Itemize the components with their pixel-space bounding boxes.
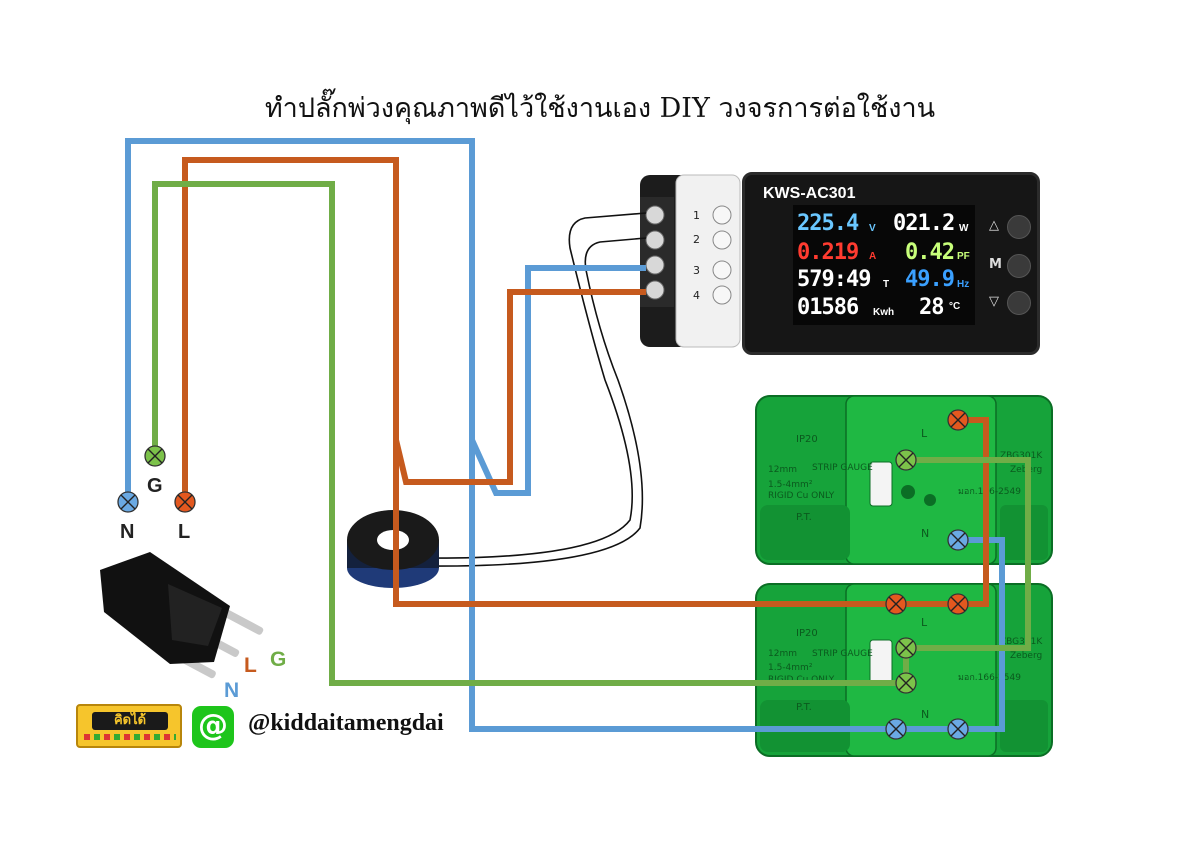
meter-screen: 225.4 V 021.2 W 0.219 A 0.42 PF 579:49 T… <box>793 205 975 325</box>
outlet-bottom-l-mark: L <box>921 616 928 629</box>
meter-freq: 49.9 <box>905 267 955 292</box>
meter-up-label: △ <box>989 218 999 233</box>
outlet-top: L N IP20 STRIP GAUGE 12mm 1.5-4mm² RIGID… <box>755 395 1053 565</box>
wire-label-n: N <box>120 521 134 543</box>
meter-pf-unit: PF <box>957 251 970 262</box>
meter-temp-unit: °C <box>949 301 961 312</box>
line-app-icon[interactable]: @ <box>192 706 234 748</box>
meter-voltage: 225.4 <box>797 211 859 236</box>
outlet-top-mm: 12mm <box>768 465 797 475</box>
meter-power-unit: W <box>959 223 969 234</box>
terminal-number-1: 1 <box>693 209 700 222</box>
meter-model: KWS-AC301 <box>763 185 856 202</box>
outlet-top-pt: P.T. <box>796 512 812 523</box>
outlet-bottom-n-mark: N <box>921 708 929 721</box>
page-title: ทำปลั๊กพ่วงคุณภาพดีไว้ใช้งานเอง DIY วงจร… <box>264 93 936 124</box>
meter-current: 0.219 <box>797 240 859 265</box>
meter-current-unit: A <box>869 251 877 262</box>
outlet-top-l-mark: L <box>921 427 928 440</box>
meter-freq-unit: Hz <box>957 279 970 290</box>
social-handle[interactable]: @kiddaitamengdai <box>248 710 444 736</box>
meter-down-button[interactable] <box>1007 291 1031 315</box>
wire-end-markers <box>117 445 196 513</box>
outlet-top-strip-gauge: STRIP GAUGE <box>812 463 873 473</box>
plug-label-l: L <box>244 654 257 677</box>
outlet-bottom-pt: P.T. <box>796 702 812 713</box>
terminal-screws-right <box>712 205 732 305</box>
logo-decoration <box>84 734 176 740</box>
outlet-bottom-strip-gauge: STRIP GAUGE <box>812 649 873 659</box>
outlet-top-ip: IP20 <box>796 434 818 445</box>
terminal-screws-left <box>645 205 665 300</box>
outlet-top-wire-spec: 1.5-4mm² <box>768 480 813 490</box>
outlet-top-n-mark: N <box>921 527 929 540</box>
outlet-bottom-tis: มอก.166-2549 <box>958 673 1021 683</box>
outlet-bottom-ip: IP20 <box>796 628 818 639</box>
meter-mode-label: M <box>989 257 1002 272</box>
plug-label-n: N <box>224 679 239 702</box>
plug-label-g: G <box>270 648 286 671</box>
meter-mode-button[interactable] <box>1007 254 1031 278</box>
meter-temp: 28 <box>919 295 944 320</box>
wire-label-l: L <box>178 521 190 543</box>
outlet-bottom-brand: Zeberg <box>1010 651 1042 661</box>
terminal-number-4: 4 <box>693 289 700 302</box>
meter-time: 579:49 <box>797 267 871 292</box>
neutral-wire <box>125 138 1005 732</box>
meter-down-label: ▽ <box>989 294 999 309</box>
meter-time-unit: T <box>883 279 890 290</box>
ground-wire <box>152 181 1031 686</box>
outlet-bottom: L N IP20 STRIP GAUGE 12mm 1.5-4mm² RIGID… <box>755 583 1053 757</box>
terminal-number-2: 2 <box>693 233 700 246</box>
meter-up-button[interactable] <box>1007 215 1031 239</box>
wire-label-g: G <box>147 475 163 497</box>
outlet-top-tis: มอก.166-2549 <box>958 487 1021 497</box>
outlet-top-rigid: RIGID Cu ONLY <box>768 491 835 501</box>
outlet-bottom-mm: 12mm <box>768 649 797 659</box>
outlet-bottom-model: ZBG301K <box>1000 637 1043 647</box>
terminal-block: 1 2 3 4 <box>640 174 741 348</box>
meter-voltage-unit: V <box>869 223 876 234</box>
power-meter: KWS-AC301 225.4 V 021.2 W 0.219 A 0.42 P… <box>742 172 1040 355</box>
outlet-terminals <box>885 409 969 740</box>
meter-energy-unit: Kwh <box>873 307 895 318</box>
meter-power: 021.2 <box>893 211 955 236</box>
terminal-number-3: 3 <box>693 264 700 277</box>
meter-energy: 01586 <box>797 295 859 320</box>
outlet-top-model: ZBG301K <box>1000 451 1043 461</box>
outlet-bottom-wire-spec: 1.5-4mm² <box>768 663 813 673</box>
logo-text: คิดได้ <box>92 712 168 730</box>
meter-pf: 0.42 <box>905 240 955 265</box>
live-wire <box>182 157 989 607</box>
plug-icon <box>100 552 264 679</box>
brand-logo: คิดได้ <box>76 704 182 748</box>
